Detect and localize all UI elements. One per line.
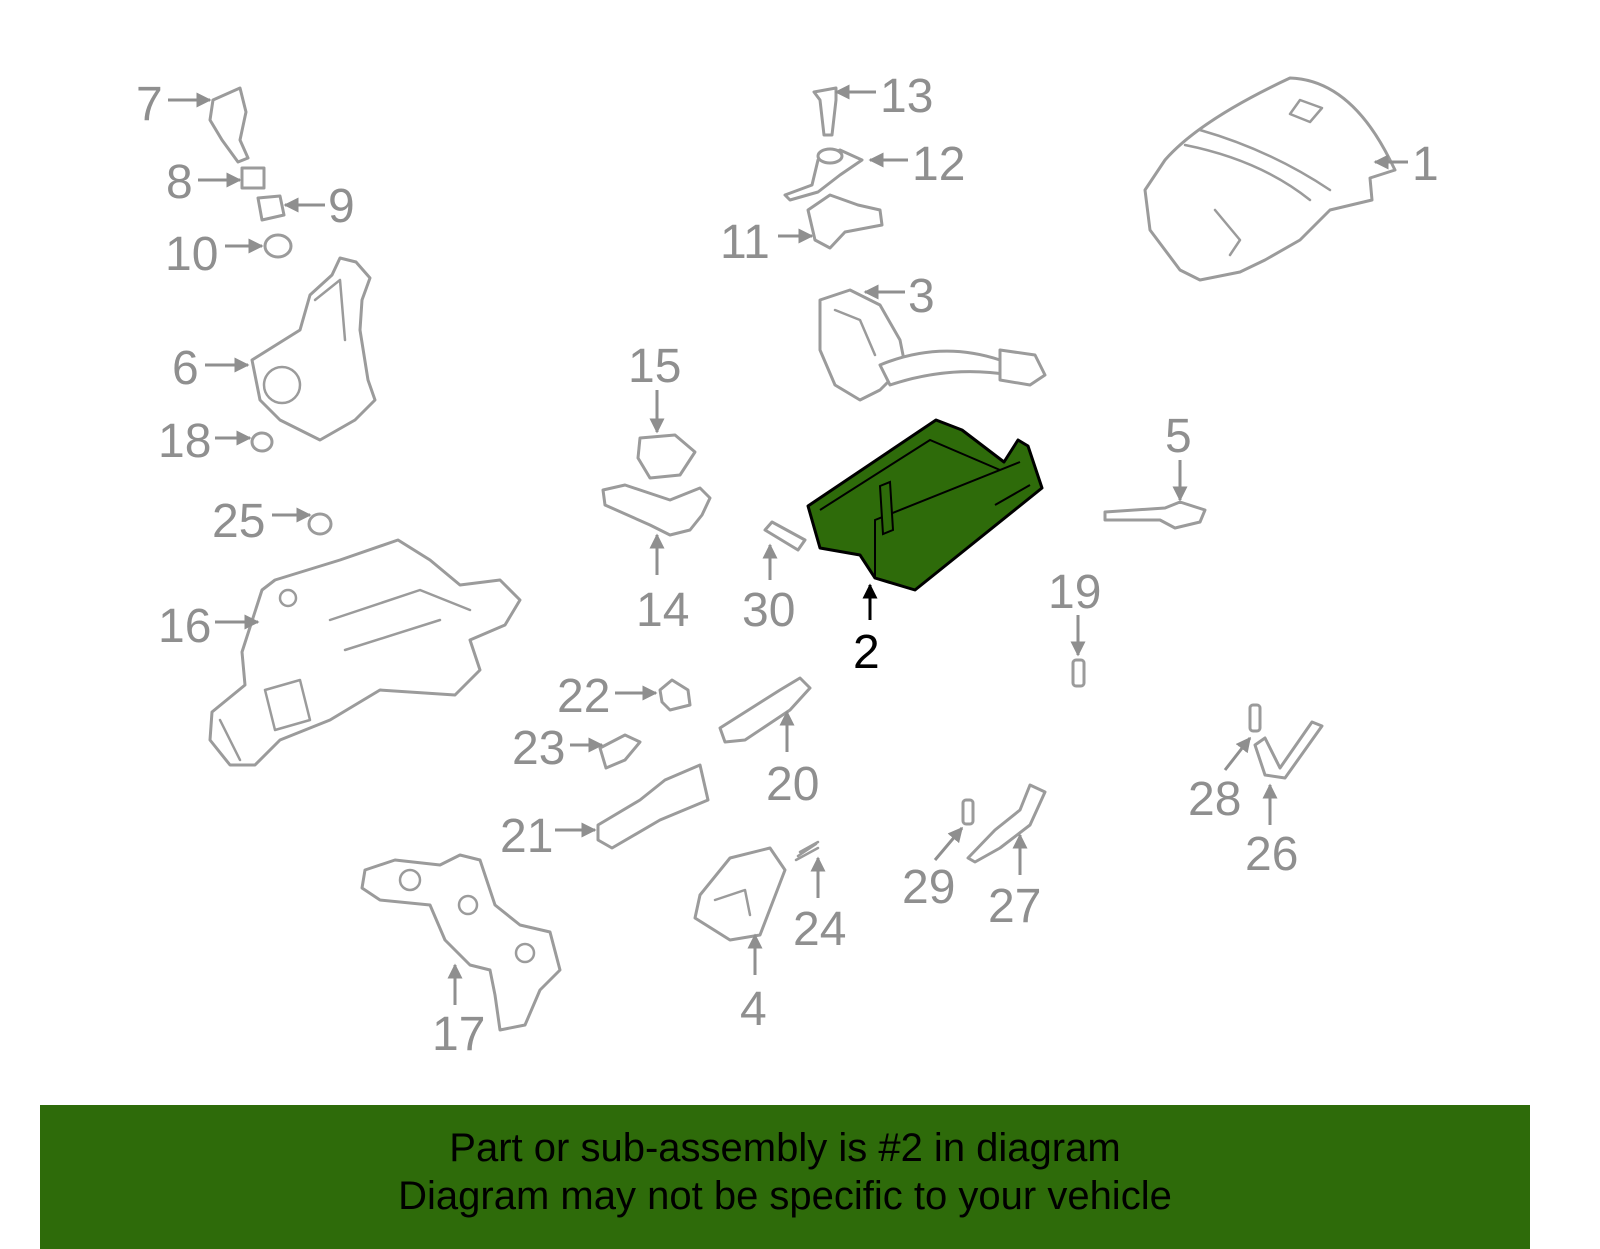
label-11: 11 (720, 216, 770, 269)
part-23-wedge[interactable] (598, 733, 642, 770)
part-29-pin[interactable] (961, 798, 975, 826)
label-20: 20 (766, 758, 819, 811)
label-30: 30 (742, 584, 795, 637)
part-25-bushing[interactable] (307, 512, 333, 536)
label-14: 14 (636, 584, 689, 637)
banner-line-disclaimer: Diagram may not be specific to your vehi… (398, 1174, 1172, 1218)
part-19-pin[interactable] (1071, 658, 1086, 688)
part-7-lock-cylinder[interactable] (208, 86, 250, 164)
label-27: 27 (988, 880, 1041, 933)
part-11-bracket[interactable] (806, 193, 884, 250)
part-10-cap[interactable] (263, 233, 293, 259)
part-14-bracket[interactable] (601, 483, 712, 537)
part-22-clip[interactable] (658, 678, 692, 712)
part-18-pin[interactable] (250, 431, 274, 453)
label-13: 13 (880, 70, 933, 123)
label-16: 16 (158, 600, 211, 653)
label-24: 24 (793, 903, 846, 956)
label-25: 25 (212, 495, 265, 548)
label-12: 12 (912, 138, 965, 191)
part-26-lever[interactable] (1253, 720, 1324, 780)
label-6: 6 (172, 342, 199, 395)
label-23: 23 (512, 722, 565, 775)
label-26: 26 (1245, 828, 1298, 881)
part-15-bushing[interactable] (636, 433, 697, 480)
part-2-lower-shroud-highlighted[interactable] (806, 418, 1044, 592)
label-3: 3 (908, 270, 935, 323)
part-12-spring-clip[interactable] (783, 147, 864, 202)
label-2: 2 (853, 626, 880, 679)
label-1: 1 (1412, 138, 1439, 191)
part-27-lever[interactable] (966, 783, 1047, 864)
info-banner: Part or sub-assembly is #2 in diagram Di… (40, 1112, 1530, 1249)
label-9: 9 (328, 180, 355, 233)
part-28-pin[interactable] (1248, 703, 1262, 733)
callout-labels: 1 2 3 4 5 6 7 8 9 10 11 12 13 14 15 16 1… (136, 70, 1439, 1061)
label-21: 21 (500, 810, 553, 863)
part-21-slide[interactable] (596, 763, 710, 850)
label-28: 28 (1188, 773, 1241, 826)
part-6-column-bracket[interactable] (250, 256, 377, 442)
part-30-pin[interactable] (763, 520, 807, 552)
label-18: 18 (158, 415, 211, 468)
label-10: 10 (165, 228, 218, 281)
part-13-bolt[interactable] (812, 86, 838, 137)
label-19: 19 (1048, 566, 1101, 619)
banner-line-part-number: Part or sub-assembly is #2 in diagram (449, 1126, 1121, 1170)
label-5: 5 (1165, 410, 1192, 463)
label-15: 15 (628, 340, 681, 393)
part-16-column-housing[interactable] (208, 538, 522, 767)
part-1-upper-shroud[interactable] (1143, 76, 1397, 282)
label-17: 17 (432, 1008, 485, 1061)
info-banner-background (40, 1105, 1530, 1249)
part-3-switch-assembly[interactable] (818, 288, 1047, 402)
part-20-link[interactable] (718, 676, 812, 744)
part-8-bushing[interactable] (240, 166, 266, 190)
part-17-lower-bracket[interactable] (360, 853, 562, 1032)
leader-arrows (168, 84, 1408, 1005)
label-29: 29 (902, 861, 955, 914)
label-7: 7 (136, 78, 163, 131)
label-4: 4 (740, 983, 767, 1036)
part-24-spring[interactable] (794, 840, 820, 862)
label-8: 8 (166, 156, 193, 209)
part-5-tilt-lever[interactable] (1103, 500, 1207, 530)
label-22: 22 (557, 670, 610, 723)
part-4-lock-housing[interactable] (693, 846, 787, 942)
part-9-retainer[interactable] (256, 194, 286, 222)
